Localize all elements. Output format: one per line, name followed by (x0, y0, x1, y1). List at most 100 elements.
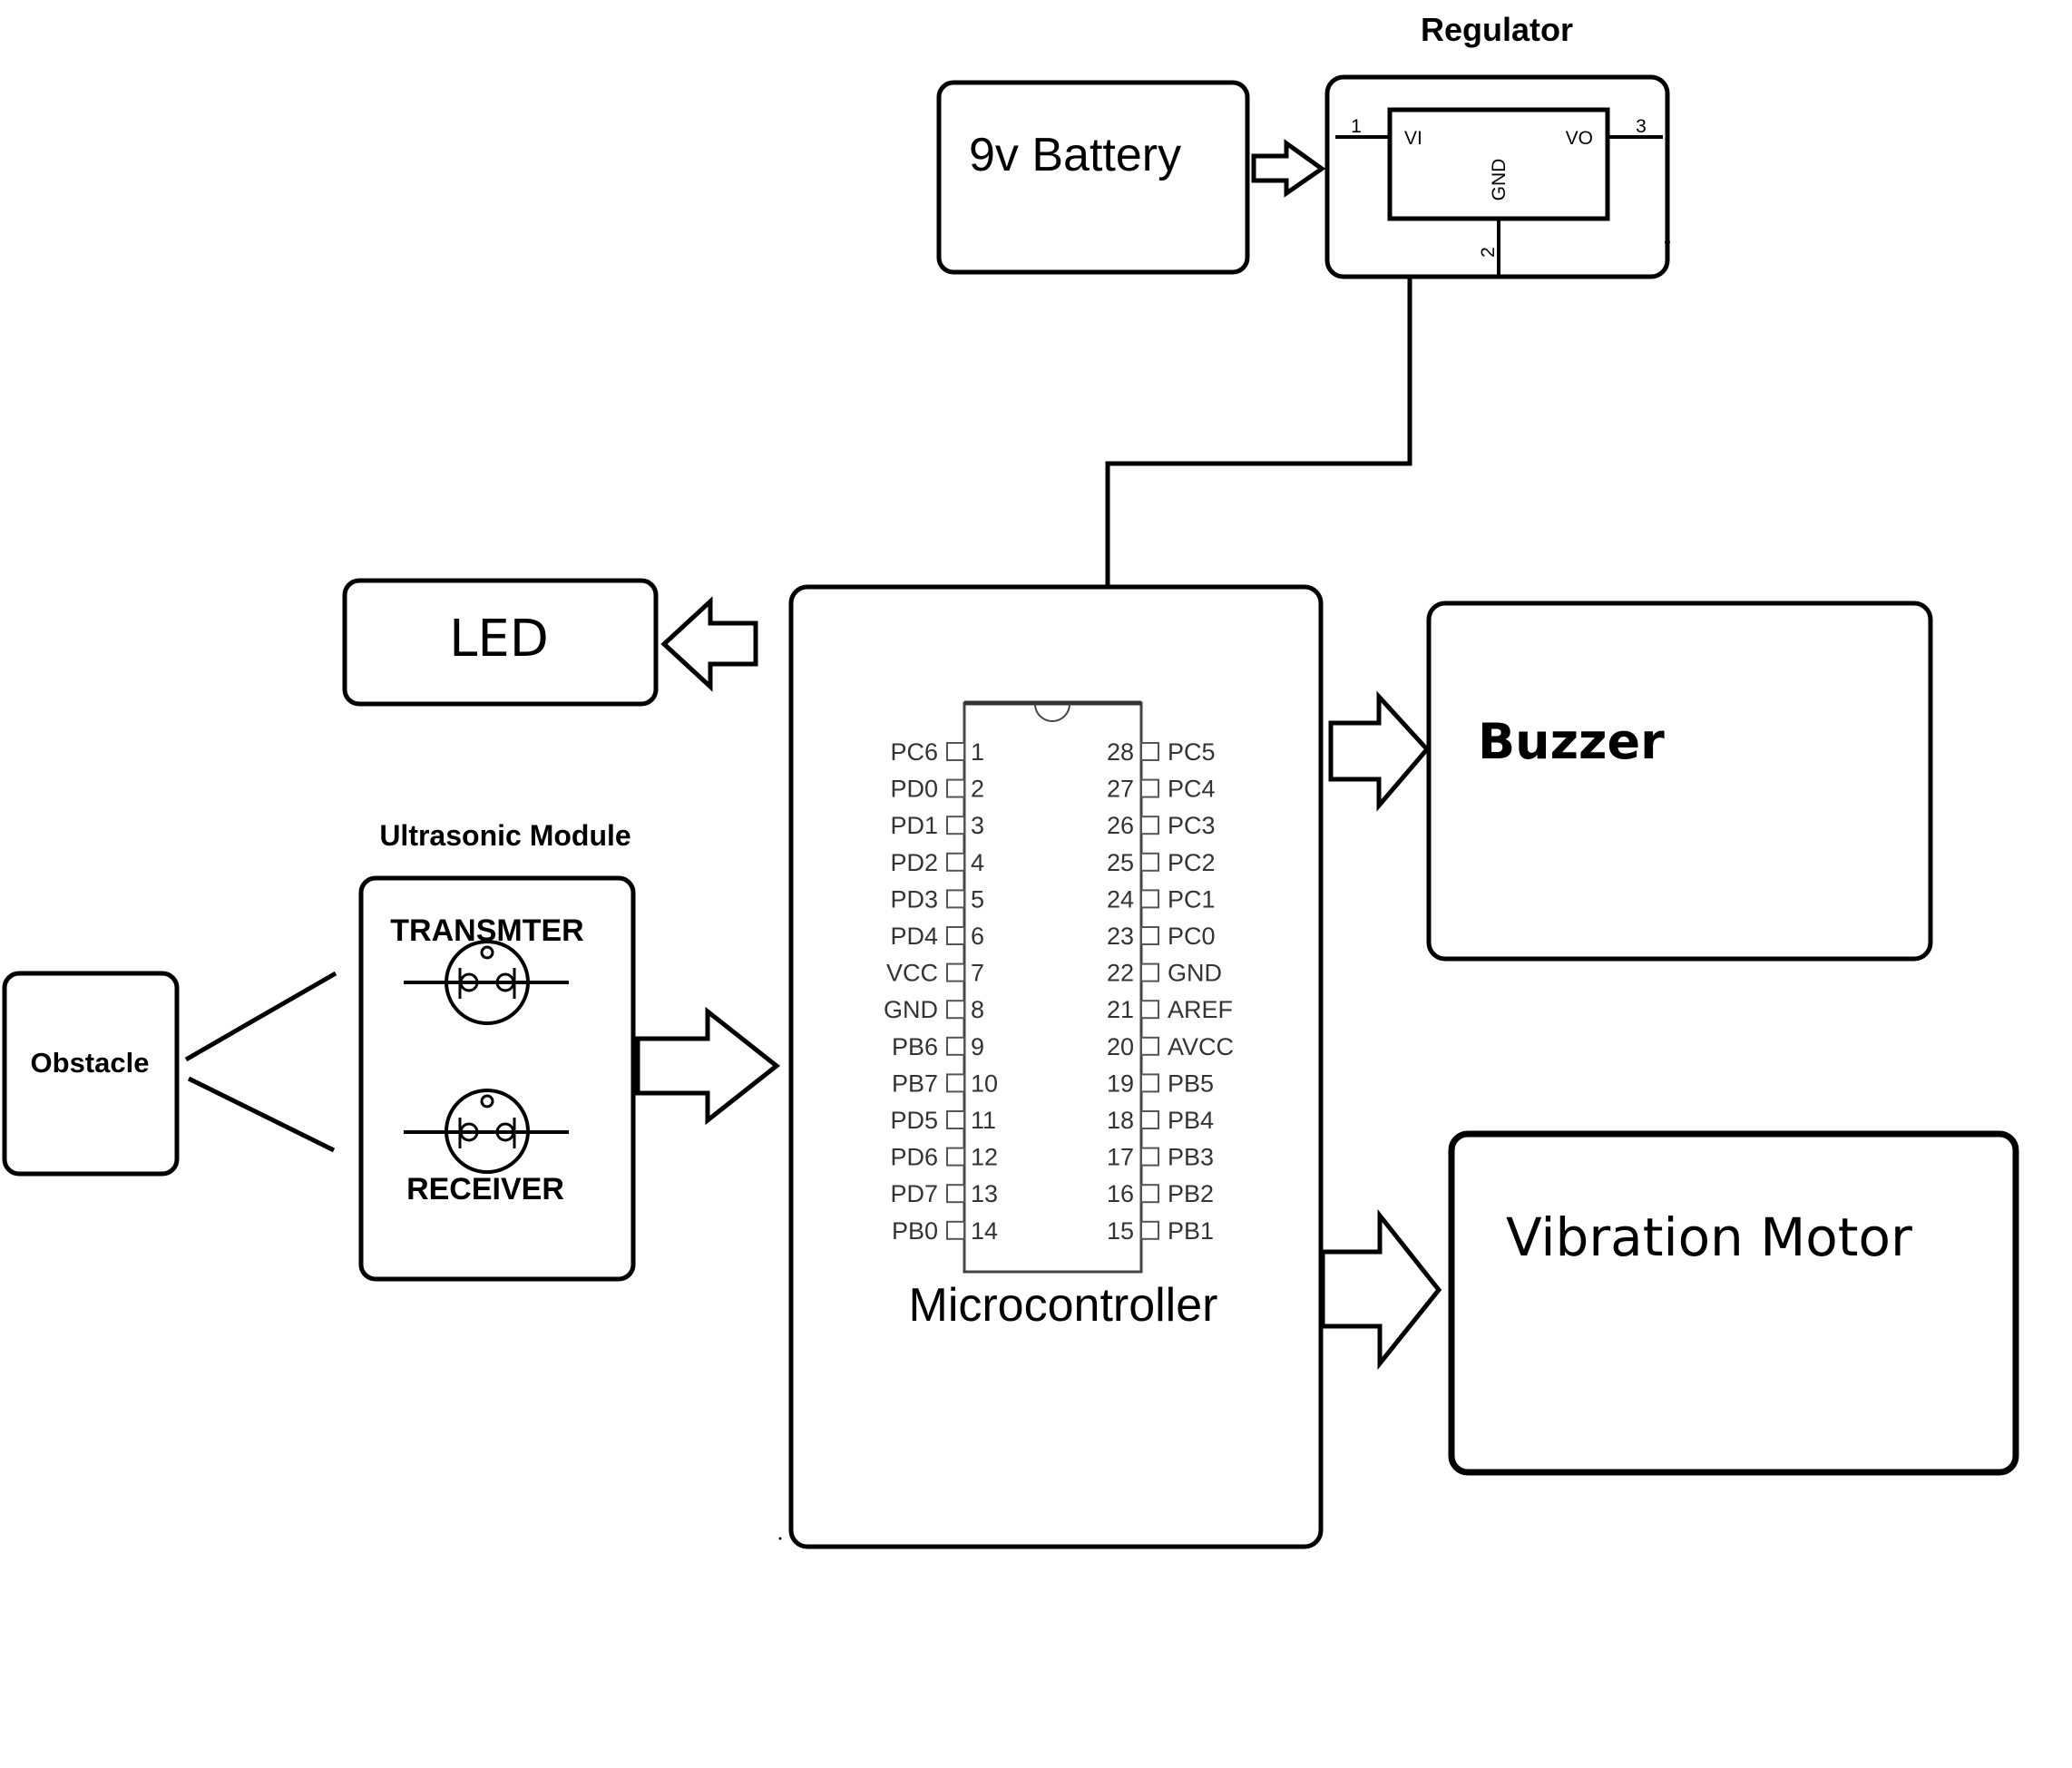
pin-pad (1140, 1184, 1159, 1204)
pin-name: PB7 (892, 1070, 938, 1097)
pin-pad (946, 1110, 965, 1129)
pin-name: PD4 (890, 923, 938, 950)
pin-number: 23 (1107, 923, 1134, 950)
led-label: LED (449, 610, 549, 669)
pin-pad (1140, 816, 1159, 835)
chip-pin-6: PD4 6 (890, 923, 984, 950)
pin-name: PD5 (890, 1107, 938, 1134)
pin-pad (1140, 1000, 1159, 1020)
pin-pad (946, 852, 965, 872)
pin-name: PB0 (892, 1217, 938, 1245)
pin-number: 2 (971, 776, 984, 803)
pin-pad (946, 1000, 965, 1020)
regulator-ic (1387, 107, 1610, 221)
pin-name: PD0 (890, 776, 938, 803)
pin-pad (1140, 1110, 1159, 1129)
pin-number: 20 (1107, 1033, 1134, 1060)
pin-pad (1140, 1073, 1159, 1093)
pin-number: 18 (1107, 1107, 1134, 1134)
pin-name: GND (1168, 960, 1222, 987)
vibration-motor-block: Vibration Motor (1448, 1130, 2019, 1476)
pin-number: 10 (971, 1070, 998, 1097)
regulator-pin2-label: 2 (1478, 247, 1499, 258)
receiver-icon (404, 1089, 569, 1174)
pin-name: PD3 (890, 885, 938, 913)
chip-notch (1034, 703, 1070, 722)
battery-label: 9v Battery (969, 129, 1181, 181)
pin-pad (1140, 926, 1159, 945)
pin-number: 6 (971, 923, 984, 950)
pin-pad (1140, 852, 1159, 872)
pin-pad (1140, 1147, 1159, 1167)
pin-name: PC0 (1168, 923, 1216, 950)
pin-pad (946, 1147, 965, 1167)
pin-number: 8 (971, 996, 984, 1023)
pin-number: 4 (971, 849, 984, 876)
pin-number: 26 (1107, 812, 1134, 839)
pin-name: PD6 (890, 1144, 938, 1171)
pin-number: 7 (971, 960, 984, 987)
pin-pad (946, 742, 965, 761)
ultrasonic-box (358, 875, 636, 1282)
pin-name: PD7 (890, 1180, 938, 1207)
regulator-title: Regulator (1421, 11, 1573, 48)
pin-number: 3 (971, 812, 984, 839)
pin-name: PC5 (1168, 738, 1216, 766)
chip-pin-23: 23 PC0 (1107, 923, 1216, 950)
pin-name: AREF (1168, 996, 1233, 1023)
pin-name: PC2 (1168, 849, 1216, 876)
signal-line-outgoing (184, 971, 337, 1062)
obstacle-block: Obstacle (2, 971, 180, 1177)
pin-name: PC1 (1168, 885, 1216, 913)
pin-name: PB5 (1168, 1070, 1214, 1097)
battery-block: 9v Battery (936, 80, 1250, 275)
pin-name: PB4 (1168, 1107, 1214, 1134)
signal-line-returning (187, 1076, 336, 1153)
chip-pin-9: PB6 9 (892, 1033, 984, 1060)
microcontroller-label: Microcontroller (909, 1279, 1218, 1332)
pin-pad (946, 816, 965, 835)
pin-number: 27 (1107, 776, 1134, 803)
chip-pin-4: PD2 4 (890, 849, 984, 876)
pin-name: PD2 (890, 849, 938, 876)
pin-pad (946, 1073, 965, 1093)
pin-number: 25 (1107, 849, 1134, 876)
chip-pin-27: 27 PC4 (1107, 776, 1216, 803)
chip-pin-2: PD0 2 (890, 776, 984, 803)
pin-number: 13 (971, 1180, 998, 1207)
pin-number: 11 (971, 1107, 996, 1134)
micro-to-buzzer-arrow (1328, 690, 1431, 812)
ultrasonic-to-micro-arrow (635, 1006, 781, 1126)
pin-name: PB6 (892, 1033, 938, 1060)
chip-pin-11: PD5 11 (890, 1107, 996, 1134)
receiver-label: RECEIVER (406, 1172, 564, 1206)
buzzer-box (1426, 601, 1933, 962)
regulator-block: Regulator 1 3 VI VO GND 2 (1324, 11, 1670, 279)
transmitter-icon (404, 940, 569, 1025)
regulator-vo-label: VO (1566, 128, 1593, 149)
pin-pad (1140, 778, 1159, 798)
battery-to-regulator-arrow (1251, 139, 1326, 198)
pin-name: PC4 (1168, 776, 1216, 803)
pin-pad (946, 1220, 965, 1240)
pin-name: PB2 (1168, 1180, 1214, 1207)
pin-name: PC6 (890, 738, 938, 766)
regulator-pin3-label: 3 (1636, 116, 1647, 137)
pin-pad (946, 1036, 965, 1056)
power-wire (1105, 275, 1412, 587)
pin-pad (946, 962, 965, 982)
pin-number: 9 (971, 1033, 984, 1060)
led-block: LED (342, 578, 659, 707)
